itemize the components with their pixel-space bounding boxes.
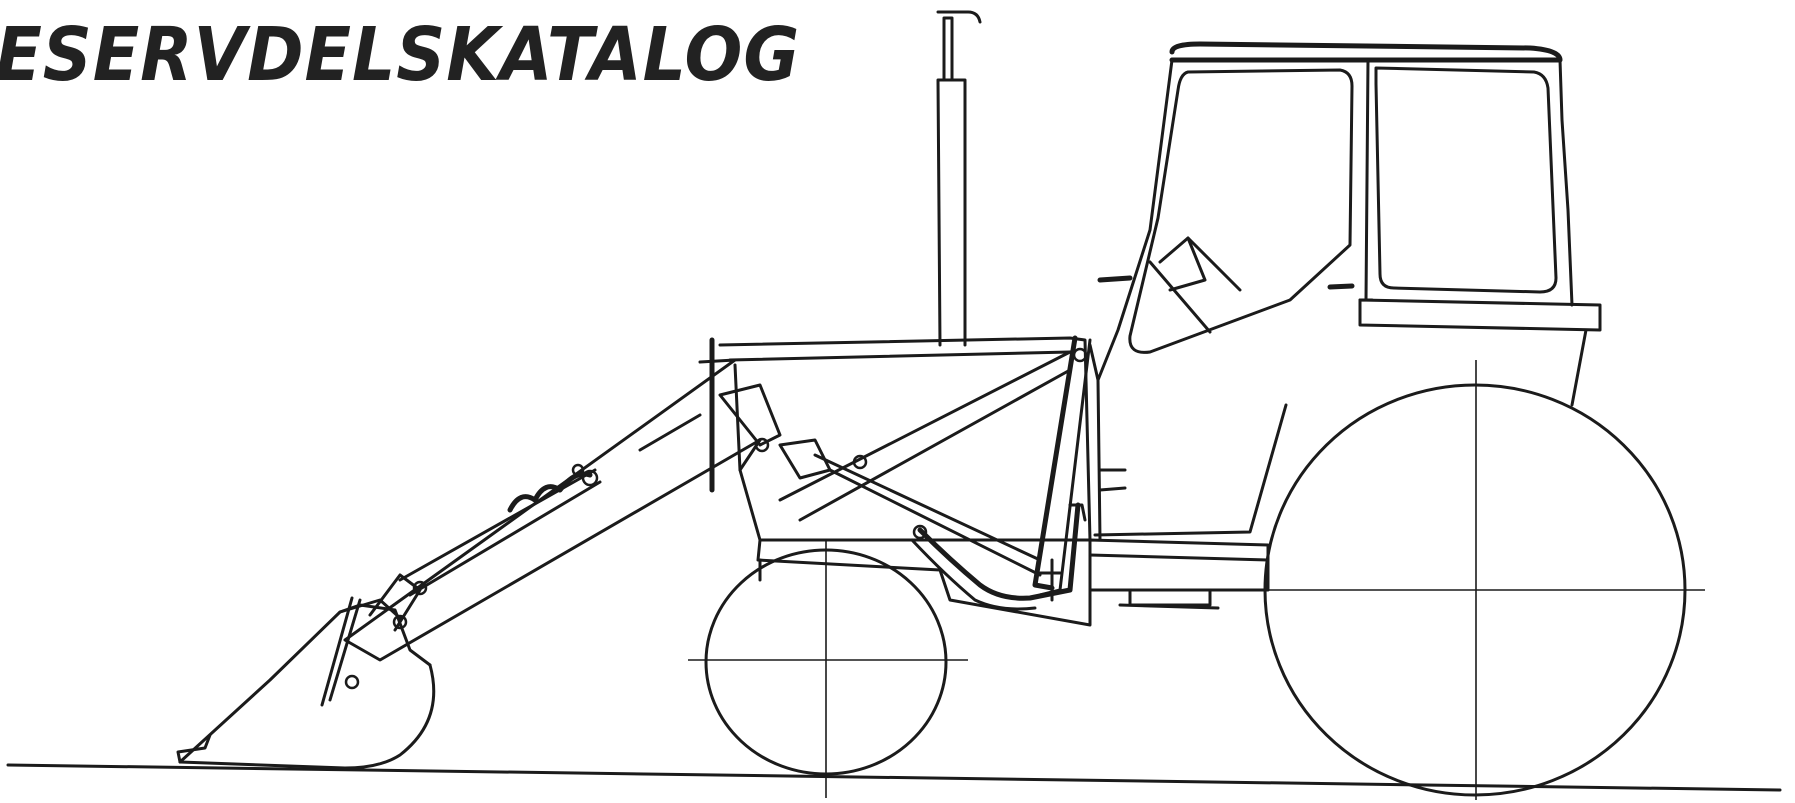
loader-frame [778,335,1092,602]
front-wheel [688,540,968,798]
catalog-title: RESERVDELSKATALOG [0,12,801,98]
rear-wheel [1260,360,1705,800]
lift-cylinder [754,437,1042,577]
exhaust-pipe [936,10,982,347]
tilt-cylinder [398,463,602,597]
ground-line [6,763,1782,792]
loader-bucket [176,573,436,770]
loader-boom [343,337,782,662]
tractor-cab [1096,41,1602,407]
hydraulic-hose [910,502,1087,611]
tractor-body [718,336,1288,627]
